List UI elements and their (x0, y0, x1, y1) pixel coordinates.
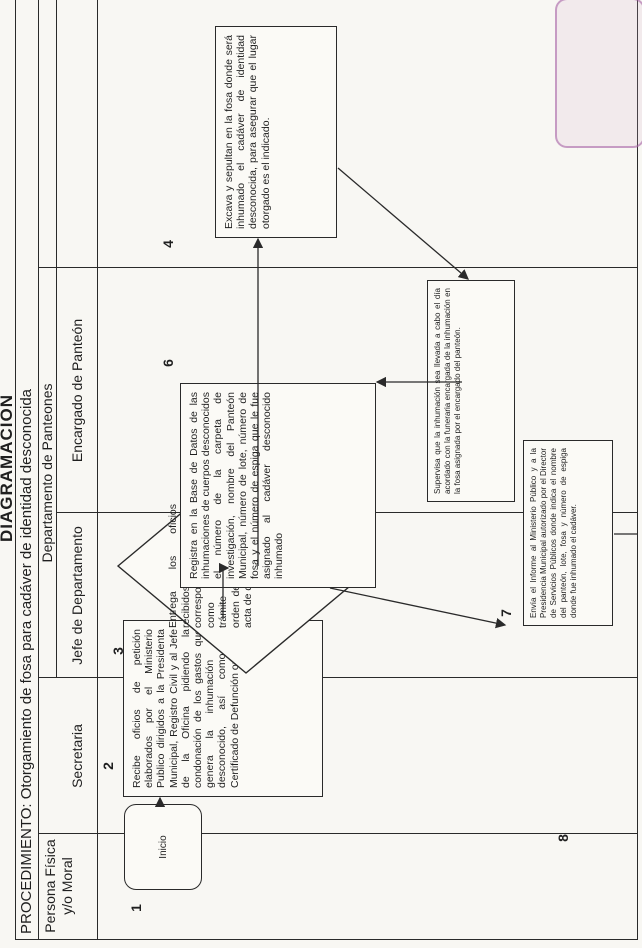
arrow-4-to-5 (337, 167, 469, 280)
arrow-2-to-3 (218, 562, 230, 619)
arrow-6-to-7 (329, 587, 507, 629)
official-stamp (555, 0, 642, 148)
